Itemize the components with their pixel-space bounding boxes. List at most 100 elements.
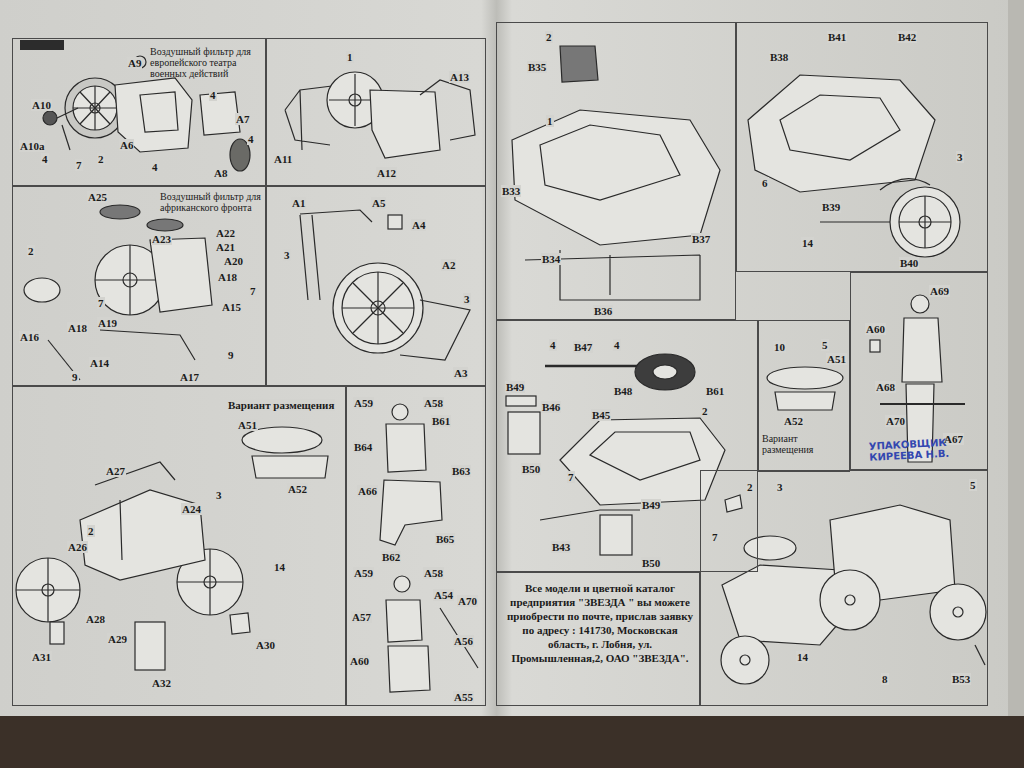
part-label: 5 [969,479,977,491]
part-label: 8 [881,673,889,685]
part-label: 4 [613,339,621,351]
part-label: 4 [209,89,217,101]
part-label: 6 [761,177,769,189]
part-label: 7 [249,285,257,297]
part-label: A59 [353,397,374,409]
part-label: B35 [527,61,547,73]
part-label: A66 [357,485,378,497]
part-label: B53 [951,673,971,685]
part-label: B50 [521,463,541,475]
part-label: 2 [27,245,35,257]
part-label: A3 [453,367,468,379]
part-label: A60 [349,655,370,667]
part-label: B40 [899,257,919,269]
part-label: A8 [213,167,228,179]
part-label: 4 [151,161,159,173]
part-label: 7 [75,159,83,171]
part-label: A28 [85,613,106,625]
part-label: A30 [255,639,276,651]
step-panel: A59A58B61B64B63A66B62B65A59A58A54A70A57A… [346,386,486,706]
address-note: Все модели и цветной каталог предприятия… [503,581,697,665]
part-label: B42 [897,31,917,43]
part-label: A54 [433,589,454,601]
part-label: A7 [235,113,250,125]
part-label: A26 [67,541,88,553]
part-label: A68 [875,381,896,393]
part-label: 2 [701,405,709,417]
part-label: B43 [551,541,571,553]
part-label: Вариант размещения [227,399,335,411]
part-label: A51 [237,419,258,431]
part-label: 4 [41,153,49,165]
part-label: A20 [223,255,244,267]
part-label: 3 [776,481,784,493]
part-label: A6 [119,139,134,151]
part-label: A24 [181,503,202,515]
step-panel: 105A51A52Вариант размещения [758,320,850,472]
part-label: 7 [711,531,719,543]
part-label: B46 [541,401,561,413]
caption-note: Воздушный фильтр для африканского фронта [159,191,263,213]
step-panel: B494B474B48B46B45B612B507B49B43B50 [496,320,758,572]
part-label: B49 [505,381,525,393]
part-label: B45 [591,409,611,421]
part-label: B61 [705,385,725,397]
part-label: 3 [215,489,223,501]
part-label: A18 [217,271,238,283]
part-label: 14 [273,561,286,573]
part-label: A58 [423,567,444,579]
step-panel: 2 3 7 5 14 8 B53 [700,470,988,706]
part-label: A58 [423,397,444,409]
part-label: 3 [956,151,964,163]
part-label: A52 [287,483,308,495]
part-label: A70 [885,415,906,427]
part-label: B61 [431,415,451,427]
caption-note: Вариант размещения [761,433,847,455]
part-label: 14 [796,651,809,663]
part-label: A14 [89,357,110,369]
caption-note: Воздушный фильтр для европейского театра… [149,46,263,79]
part-label: A10 [31,99,52,111]
part-label: B65 [435,533,455,545]
part-label: 9 [227,349,235,361]
step-panel: Воздушный фильтр для африканского фронта… [12,186,266,386]
part-label: 4 [247,133,255,145]
part-label: B63 [451,465,471,477]
part-label: 4 [549,339,557,351]
part-label: B64 [353,441,373,453]
part-label: A55 [453,691,474,703]
part-label: B41 [827,31,847,43]
step-panel: Воздушный фильтр для европейского театра… [12,38,266,186]
part-label: A18 [67,322,88,334]
part-label: A60 [865,323,886,335]
part-label: A51 [826,353,847,365]
part-label: 5 [821,339,829,351]
part-label: A27 [105,465,126,477]
part-label: A56 [453,635,474,647]
part-label: A12 [376,167,397,179]
part-label: 2 [746,481,754,493]
part-label: A17 [179,371,200,383]
part-label: B50 [641,557,661,569]
part-label: 1 [346,51,354,63]
part-label: 2 [97,153,105,165]
part-label: A31 [31,651,52,663]
part-label: A29 [107,633,128,645]
step-panel: Вариант размещенияA51A52 A27A24 3A26A28A29… [12,386,346,706]
part-label: A4 [411,219,426,231]
part-label: A59 [353,567,374,579]
part-label: 2 [545,31,553,43]
part-label: 1 [546,115,554,127]
part-label: B34 [541,253,561,265]
step-panel: 2B351B33B34B37B36 [496,22,736,320]
part-label: A16 [19,331,40,343]
part-label: A11 [273,153,293,165]
part-label: A52 [783,415,804,427]
part-label: A25 [87,191,108,203]
part-label: A69 [929,285,950,297]
part-label: A13 [449,71,470,83]
part-label: A5 [371,197,386,209]
part-label: 14 [801,237,814,249]
part-label: B62 [381,551,401,563]
